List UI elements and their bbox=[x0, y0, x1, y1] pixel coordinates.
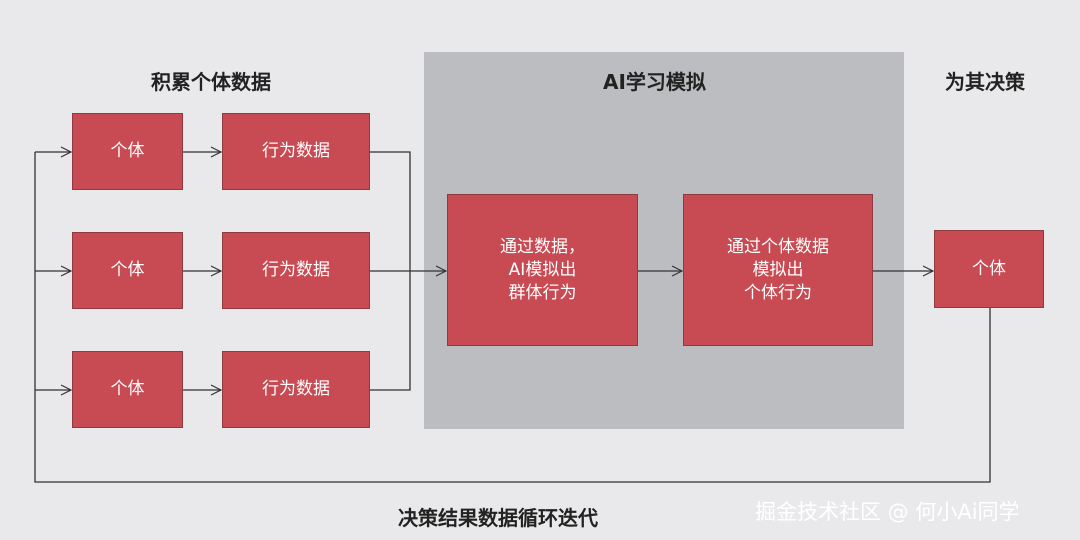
ai-group-line-2: AI模拟出 bbox=[508, 259, 577, 280]
node-label: 个体 bbox=[972, 258, 1006, 279]
title-loop: 决策结果数据循环迭代 bbox=[398, 506, 598, 530]
node-label: 个体 bbox=[110, 141, 145, 161]
ai-group-node: 通过数据， AI模拟出 群体行为 bbox=[447, 194, 638, 346]
individual-node-1: 个体 bbox=[72, 113, 183, 190]
node-label: 行为数据 bbox=[262, 260, 330, 280]
behavior-node-1: 行为数据 bbox=[222, 113, 370, 190]
individual-node-3: 个体 bbox=[72, 351, 183, 428]
title-decide: 为其决策 bbox=[945, 70, 1025, 94]
node-label: 行为数据 bbox=[262, 379, 330, 399]
title-ai: AI学习模拟 bbox=[603, 70, 706, 94]
individual-node-2: 个体 bbox=[72, 232, 183, 309]
node-label: 行为数据 bbox=[262, 141, 330, 161]
output-individual-node: 个体 bbox=[934, 230, 1044, 308]
ai-individual-node: 通过个体数据 模拟出 个体行为 bbox=[683, 194, 873, 346]
watermark: 掘金技术社区 @ 何小Ai同学 bbox=[755, 500, 1020, 524]
ai-individual-line-2: 模拟出 bbox=[752, 259, 804, 280]
ai-group-line-1: 通过数据， bbox=[500, 236, 585, 257]
node-label: 个体 bbox=[110, 379, 145, 399]
ai-individual-line-3: 个体行为 bbox=[744, 282, 812, 303]
ai-individual-line-1: 通过个体数据 bbox=[727, 236, 829, 257]
ai-group-line-3: 群体行为 bbox=[508, 282, 577, 303]
title-collect: 积累个体数据 bbox=[151, 70, 271, 94]
behavior-node-2: 行为数据 bbox=[222, 232, 370, 309]
loop-line bbox=[34, 152, 991, 483]
node-label: 个体 bbox=[110, 260, 145, 280]
behavior-node-3: 行为数据 bbox=[222, 351, 370, 428]
